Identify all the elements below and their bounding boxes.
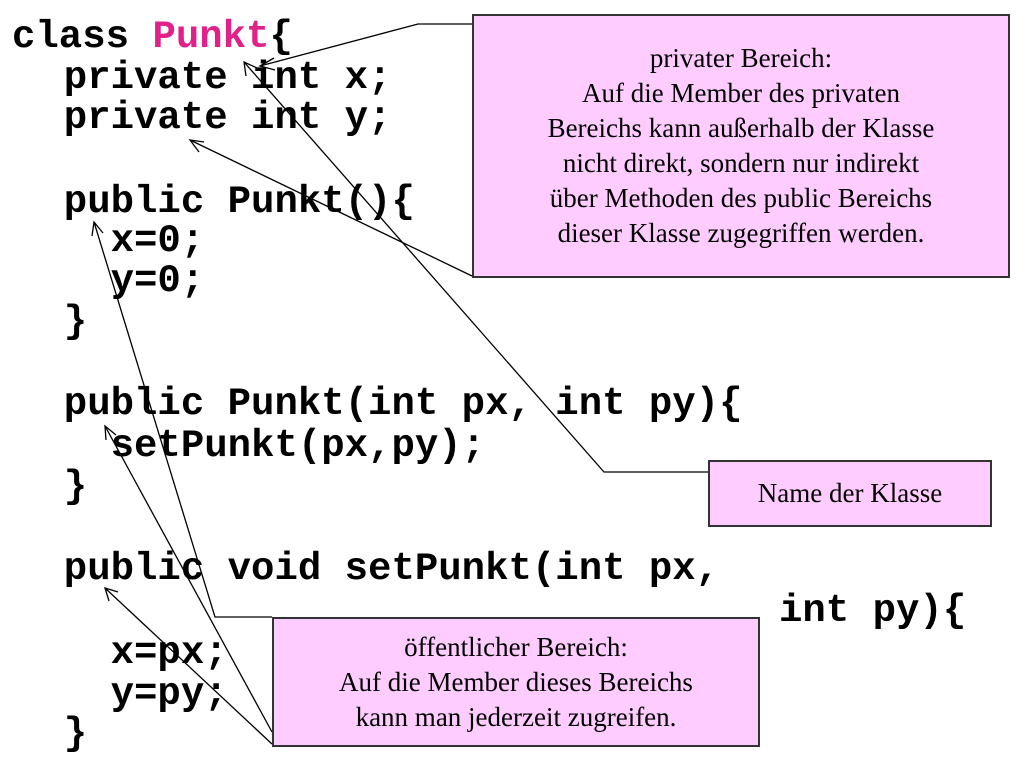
code-line-close-brace-1: } bbox=[17, 300, 88, 344]
code-line-close-brace-2: } bbox=[17, 465, 88, 509]
code-line-class-declaration: class Punkt{ bbox=[12, 18, 293, 57]
callout-private-line: nicht direkt, sondern nur indirekt bbox=[562, 148, 920, 178]
keyword-class: class bbox=[12, 15, 153, 59]
code-listing: class Punkt{ private int x; private int … bbox=[0, 0, 966, 754]
callout-public-line: Auf die Member dieses Bereichs bbox=[339, 666, 693, 697]
callout-private-section: privater Bereich: Auf die Member des pri… bbox=[472, 14, 1010, 278]
code-line-x-zero: x=0; bbox=[17, 219, 205, 263]
open-brace: { bbox=[269, 15, 293, 59]
callout-private-line: Bereichs kann außerhalb der Klasse bbox=[547, 113, 935, 143]
callout-public-line: kann man jederzeit zugreifen. bbox=[355, 701, 677, 732]
code-line-close-brace-3: } bbox=[17, 712, 88, 756]
callout-private-line: über Methoden des public Bereichs bbox=[549, 183, 933, 213]
code-line-constructor-params: public Punkt(int px, int py){ bbox=[17, 382, 743, 426]
code-line-constructor-default: public Punkt(){ bbox=[17, 180, 415, 224]
callout-public-line: öffentlicher Bereich: bbox=[404, 631, 628, 662]
callout-public-section: öffentlicher Bereich: Auf die Member die… bbox=[272, 617, 760, 747]
code-line-setpunkt-signature-cont: int py){ bbox=[779, 589, 967, 633]
code-line-private-x: private int x; bbox=[17, 56, 392, 100]
callout-private-line: dieser Klasse zugegriffen werden. bbox=[557, 218, 925, 248]
class-name-punkt: Punkt bbox=[152, 15, 270, 59]
code-line-x-px: x=px; bbox=[17, 631, 228, 675]
code-line-y-py: y=py; bbox=[17, 672, 228, 716]
code-line-private-y: private int y; bbox=[17, 96, 392, 140]
callout-private-line: Auf die Member des privaten bbox=[582, 78, 900, 108]
callout-class-name: Name der Klasse bbox=[708, 460, 992, 527]
code-line-y-zero: y=0; bbox=[17, 259, 205, 303]
code-line-setpunkt-call: setPunkt(px,py); bbox=[17, 424, 486, 468]
callout-private-line: privater Bereich: bbox=[649, 43, 833, 73]
code-line-setpunkt-signature: public void setPunkt(int px, bbox=[17, 547, 720, 591]
callout-class-name-text: Name der Klasse bbox=[757, 478, 943, 508]
